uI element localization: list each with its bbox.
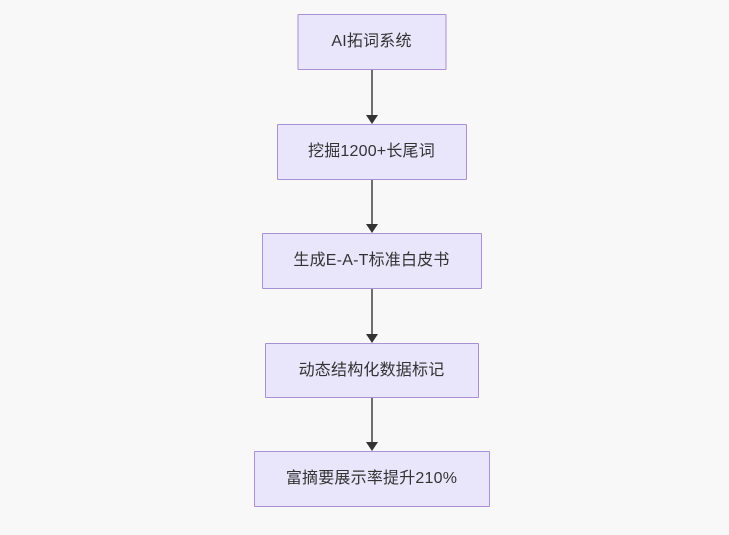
edge-line <box>370 289 373 334</box>
arrowhead-icon <box>365 442 378 451</box>
arrowhead-icon <box>365 224 378 233</box>
flow-node-eat-whitepaper[interactable]: 生成E-A-T标准白皮书 <box>261 233 482 289</box>
edge-line <box>370 180 373 224</box>
flow-node-rich-snippet-result[interactable]: 富摘要展示率提升210% <box>253 451 490 507</box>
flow-node-longtail-keywords[interactable]: 挖掘1200+长尾词 <box>276 124 467 180</box>
arrowhead-icon <box>365 334 378 343</box>
edge-line <box>370 398 373 442</box>
flow-node-structured-data-markup[interactable]: 动态结构化数据标记 <box>264 343 479 398</box>
flow-edge-1 <box>365 70 379 124</box>
arrowhead-icon <box>365 115 378 124</box>
flow-edge-2 <box>365 180 379 233</box>
edge-line <box>370 70 373 115</box>
flow-edge-4 <box>365 398 379 451</box>
flow-node-ai-keyword-system[interactable]: AI拓词系统 <box>297 14 446 70</box>
flow-edge-3 <box>365 289 379 343</box>
